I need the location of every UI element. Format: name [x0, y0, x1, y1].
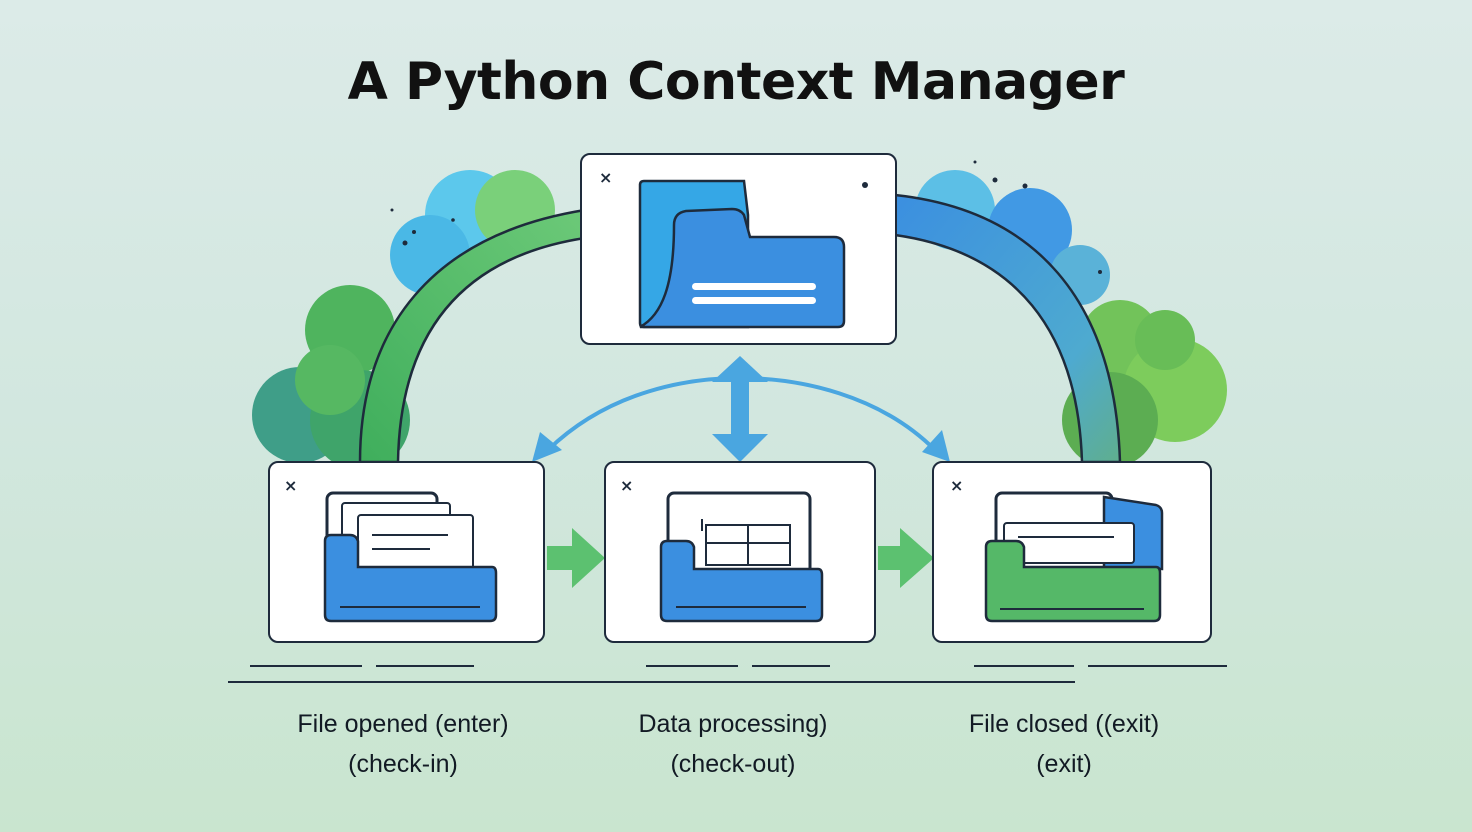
file-tray-icon	[323, 491, 498, 623]
close-icon[interactable]: ×	[950, 476, 964, 495]
processing-tray-icon	[659, 491, 824, 623]
caption-enter-line1: File opened (enter)	[297, 710, 509, 738]
folder-open-icon	[638, 179, 846, 329]
arrow-process-to-exit	[878, 528, 934, 588]
caption-process: Data processing) (check-out)	[573, 704, 893, 784]
closed-tray-icon	[984, 491, 1164, 623]
vertical-double-arrow	[712, 356, 768, 462]
flow-arc-right	[893, 193, 1122, 464]
caption-exit-line2: (exit)	[1036, 750, 1092, 778]
window-dot-icon	[862, 182, 868, 188]
arc-arrowhead-left	[532, 432, 562, 462]
close-icon[interactable]: ×	[599, 168, 613, 187]
arc-arrowhead-right	[922, 430, 950, 462]
caption-exit-line1: File closed ((exit)	[968, 710, 1160, 738]
caption-exit: File closed ((exit) (exit)	[904, 704, 1224, 784]
diagram-title: A Python Context Manager	[347, 52, 1125, 112]
exit-file-window: ×	[932, 461, 1212, 643]
process-data-window: ×	[604, 461, 876, 643]
caption-process-line2: (check-out)	[670, 750, 796, 778]
baseline-decoration	[228, 665, 1227, 683]
arrow-enter-to-process	[547, 528, 605, 588]
top-folder-window: ×	[580, 153, 897, 345]
enter-file-window: ×	[268, 461, 545, 643]
caption-enter: File opened (enter) (check-in)	[243, 704, 563, 784]
close-icon[interactable]: ×	[284, 476, 298, 495]
caption-enter-line2: (check-in)	[348, 750, 458, 778]
caption-process-line1: Data processing)	[638, 710, 828, 738]
close-icon[interactable]: ×	[620, 476, 634, 495]
